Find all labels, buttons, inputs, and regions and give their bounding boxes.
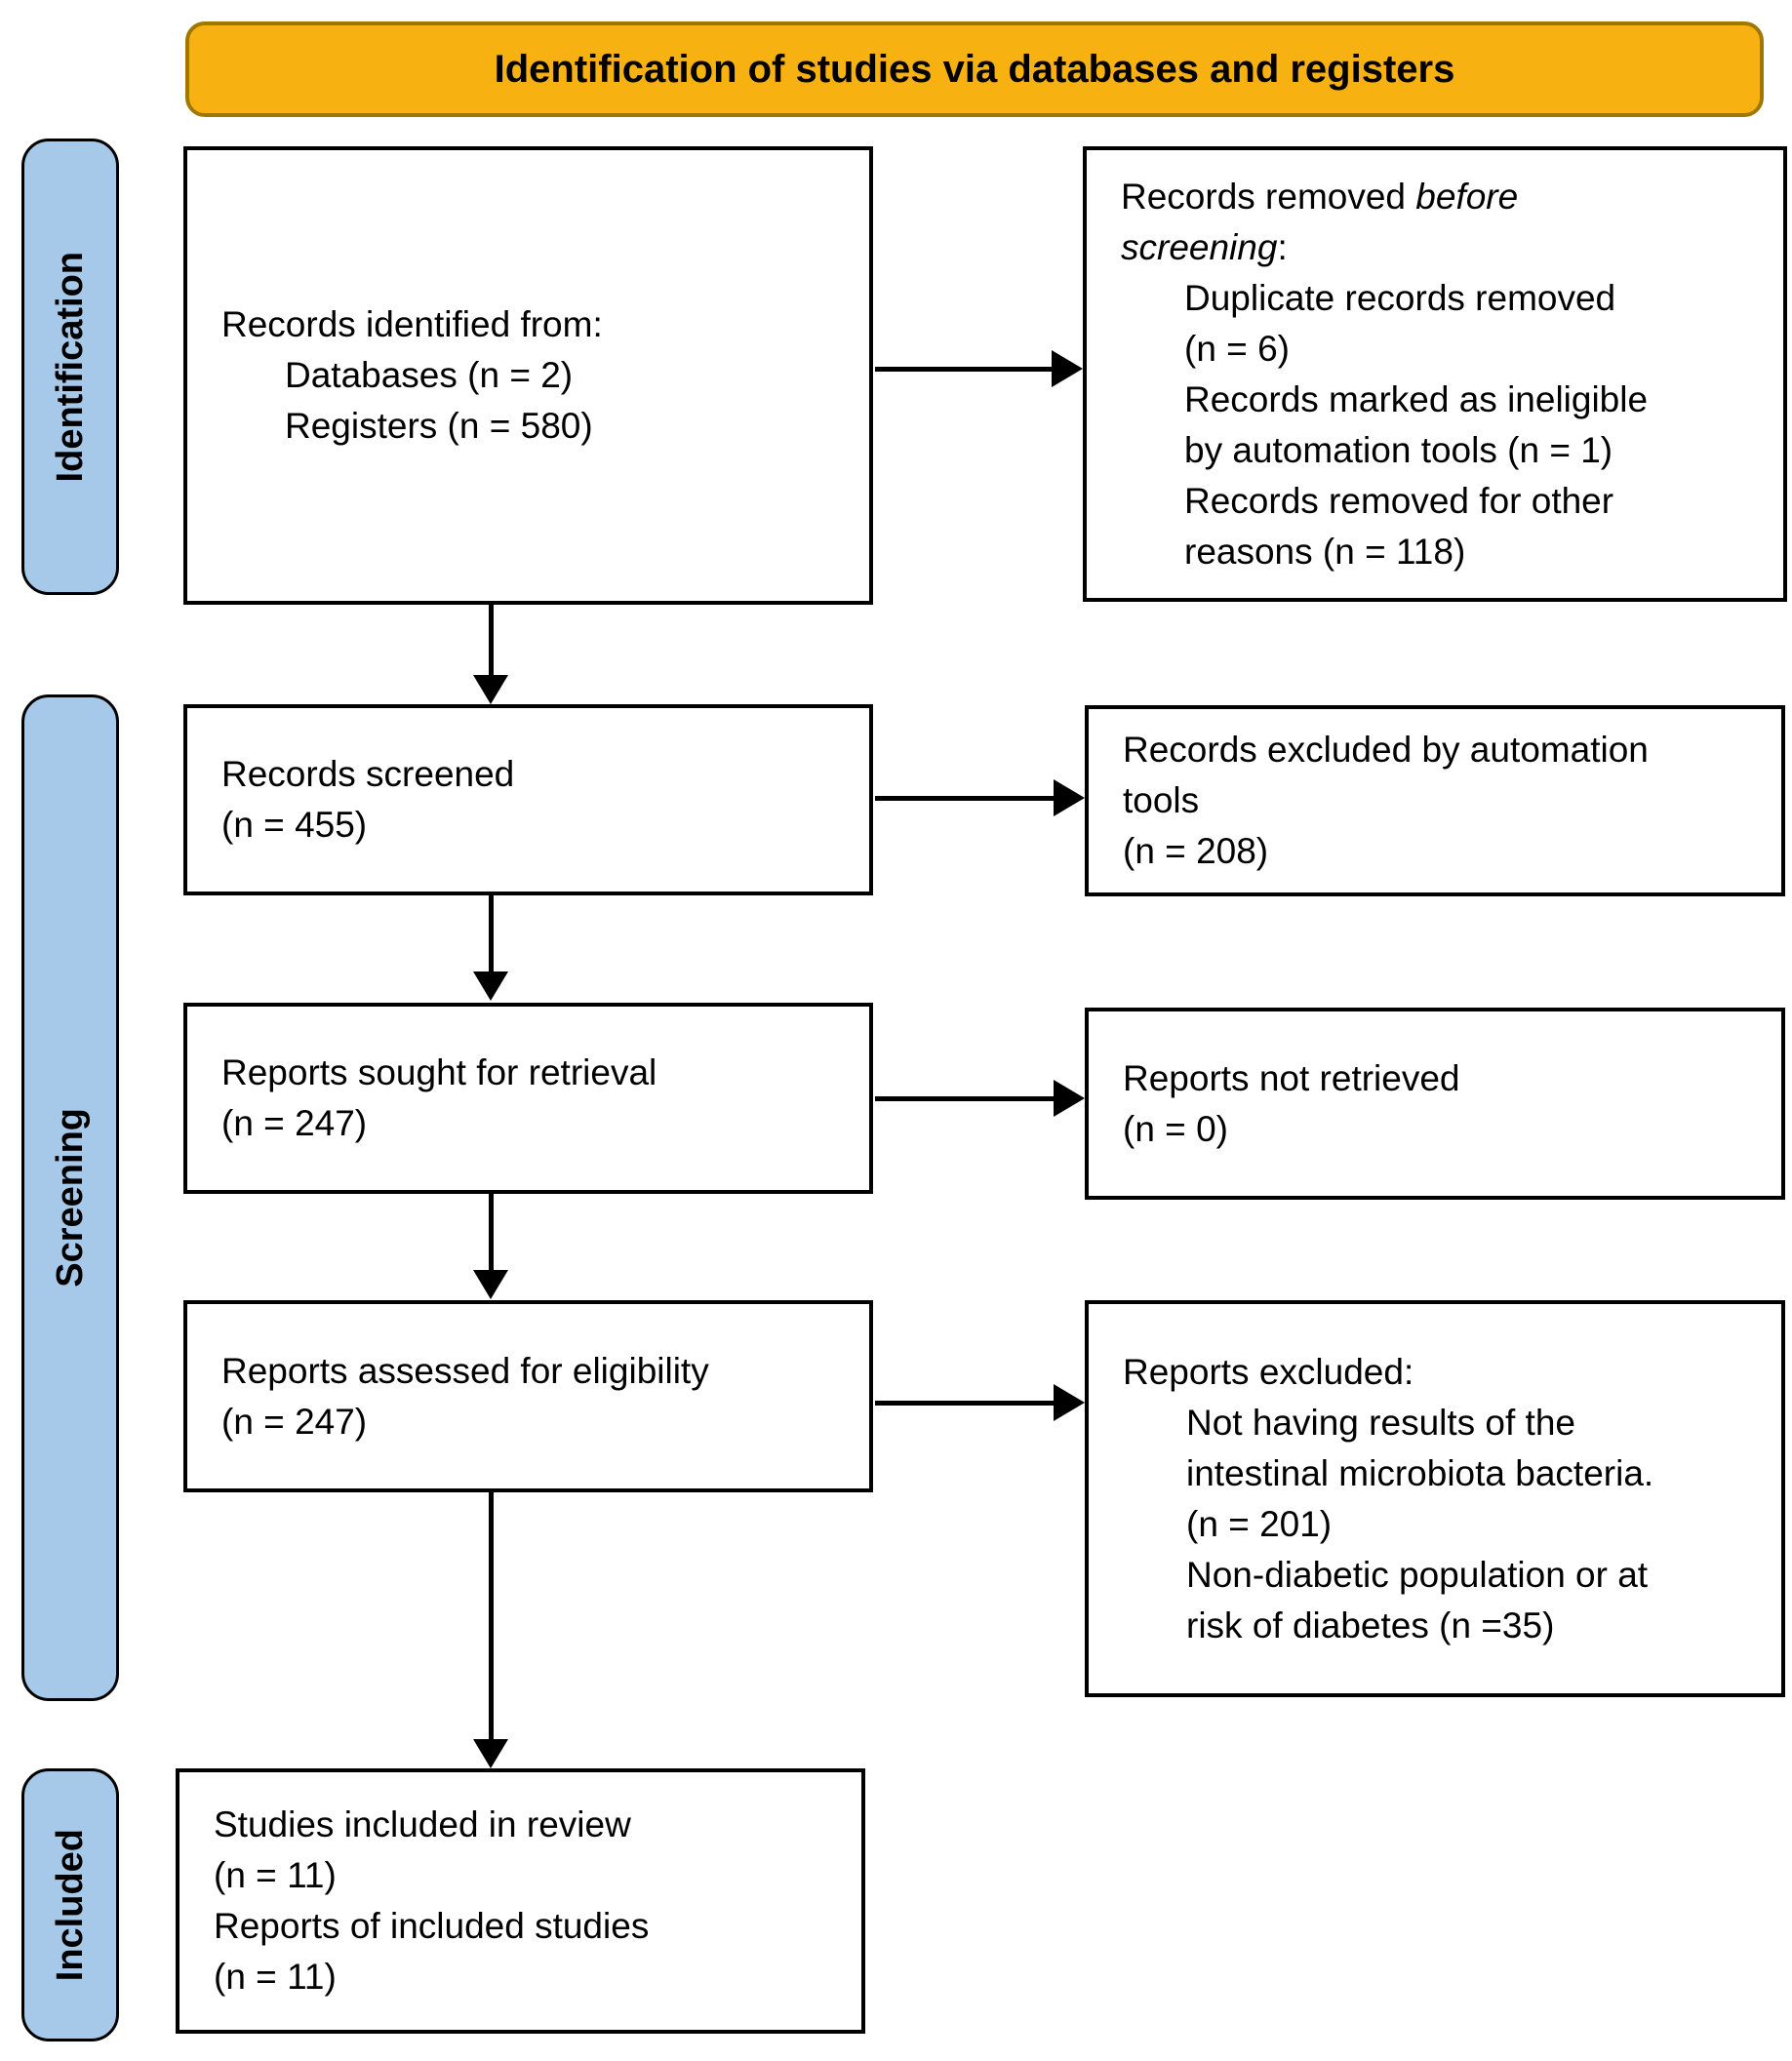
stage-identification: Identification	[21, 139, 119, 595]
records-removed-before-screening-box: Records removed before screening: Duplicat…	[1083, 146, 1787, 602]
arrow-line	[489, 895, 494, 973]
box-text-line: Records screened	[221, 754, 515, 794]
arrow-head-right-icon	[1052, 350, 1083, 387]
arrow-head-right-icon	[1054, 779, 1085, 816]
box-text-line: tools	[1123, 780, 1200, 820]
box-text-line: (n = 455)	[221, 805, 368, 845]
box-text-line: (n = 0)	[1123, 1108, 1228, 1149]
box-text-line: reasons (n = 118)	[1184, 531, 1466, 572]
box-text-line: Registers (n = 580)	[285, 406, 593, 446]
banner-title: Identification of studies via databases …	[494, 47, 1455, 91]
banner: Identification of studies via databases …	[185, 21, 1764, 117]
box-text-line: Studies included in review	[214, 1804, 631, 1844]
box-text-line: Records excluded by automation	[1123, 730, 1649, 770]
arrow-line	[489, 605, 494, 677]
arrow-head-down-icon	[473, 675, 508, 704]
stage-screening: Screening	[21, 694, 119, 1701]
records-identified-box: Records identified from: Databases (n = 2…	[183, 146, 873, 605]
reports-excluded-box: Reports excluded: Not having results of t…	[1085, 1300, 1785, 1697]
box-text-line: Non-diabetic population or at	[1186, 1554, 1649, 1595]
reports-sought-box: Reports sought for retrieval (n = 247)	[183, 1003, 873, 1194]
box-text-line: (n = 201)	[1186, 1503, 1333, 1544]
reports-assessed-box: Reports assessed for eligibility (n = 247…	[183, 1300, 873, 1492]
box-text-line: (n = 11)	[214, 1957, 337, 1997]
arrow-line	[875, 1401, 1054, 1406]
box-text-line: Records marked as ineligible	[1184, 378, 1649, 419]
box-text-line: Reports excluded:	[1123, 1351, 1414, 1392]
arrow-line	[875, 796, 1054, 801]
box-text-line: Records removed before	[1121, 176, 1519, 217]
box-text-line: Records identified from:	[221, 304, 603, 344]
records-screened-box: Records screened (n = 455)	[183, 704, 873, 895]
box-text-line: (n = 247)	[221, 1103, 368, 1143]
box-text-line: by automation tools (n = 1)	[1184, 429, 1613, 470]
box-text-line: screening:	[1121, 226, 1288, 267]
box-text-line: (n = 208)	[1123, 831, 1269, 871]
box-text-line: (n = 6)	[1184, 328, 1290, 369]
box-text-line: Not having results of the	[1186, 1402, 1575, 1443]
box-text-line: (n = 247)	[221, 1401, 368, 1442]
box-text-line: (n = 11)	[214, 1855, 337, 1895]
box-text-line: intestinal microbiota bacteria.	[1186, 1452, 1654, 1493]
arrow-head-right-icon	[1054, 1384, 1085, 1421]
box-text-line: Reports not retrieved	[1123, 1057, 1460, 1098]
box-text-line: Reports sought for retrieval	[221, 1052, 657, 1092]
arrow-head-right-icon	[1054, 1080, 1085, 1117]
stage-included-label: Included	[49, 1828, 91, 1982]
box-text-line: Databases (n = 2)	[285, 355, 574, 395]
box-text-line: Records removed for other	[1184, 480, 1614, 521]
stage-screening-label: Screening	[49, 1108, 91, 1288]
box-text-line: Reports assessed for eligibility	[221, 1350, 709, 1391]
arrow-head-down-icon	[473, 1270, 508, 1299]
arrow-head-down-icon	[473, 971, 508, 1001]
arrow-line	[875, 1096, 1054, 1101]
studies-included-box: Studies included in review (n = 11) Report…	[176, 1768, 865, 2034]
box-text-line: Duplicate records removed	[1184, 277, 1616, 318]
box-text-line: Reports of included studies	[214, 1906, 650, 1946]
box-text-line: risk of diabetes (n =35)	[1186, 1605, 1555, 1645]
records-excluded-automation-box: Records excluded by automation tools (n = …	[1085, 705, 1785, 896]
arrow-line	[489, 1194, 494, 1272]
stage-identification-label: Identification	[49, 251, 91, 483]
reports-not-retrieved-box: Reports not retrieved (n = 0)	[1085, 1008, 1785, 1200]
arrow-line	[875, 367, 1053, 372]
arrow-head-down-icon	[473, 1739, 508, 1768]
stage-included: Included	[21, 1768, 119, 2041]
arrow-line	[489, 1492, 494, 1741]
